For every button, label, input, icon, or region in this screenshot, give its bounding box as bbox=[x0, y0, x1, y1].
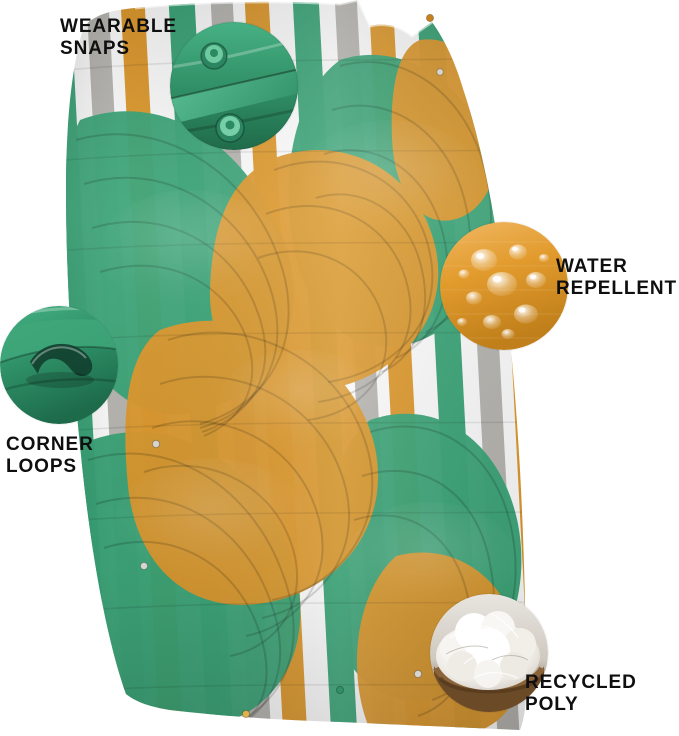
snap-button-closeup-icon bbox=[170, 22, 298, 150]
callout-circle-wearable-snaps bbox=[170, 22, 298, 150]
callout-label-wearable-snaps: WEARABLE SNAPS bbox=[60, 16, 177, 60]
water-droplets-closeup-icon bbox=[440, 222, 568, 350]
callout-circle-water-repellent bbox=[440, 222, 568, 350]
callout-label-recycled-poly: RECYCLED POLY bbox=[525, 672, 637, 716]
callout-label-corner-loops: CORNER LOOPS bbox=[6, 434, 94, 478]
callout-circle-corner-loops bbox=[0, 306, 118, 424]
callout-label-water-repellent: WATER REPELLENT bbox=[556, 256, 678, 300]
poly-fill-closeup-icon bbox=[430, 594, 548, 712]
callout-circle-recycled-poly bbox=[430, 594, 548, 712]
snap-studs bbox=[139, 13, 444, 719]
corner-loop-closeup-icon bbox=[0, 306, 118, 424]
